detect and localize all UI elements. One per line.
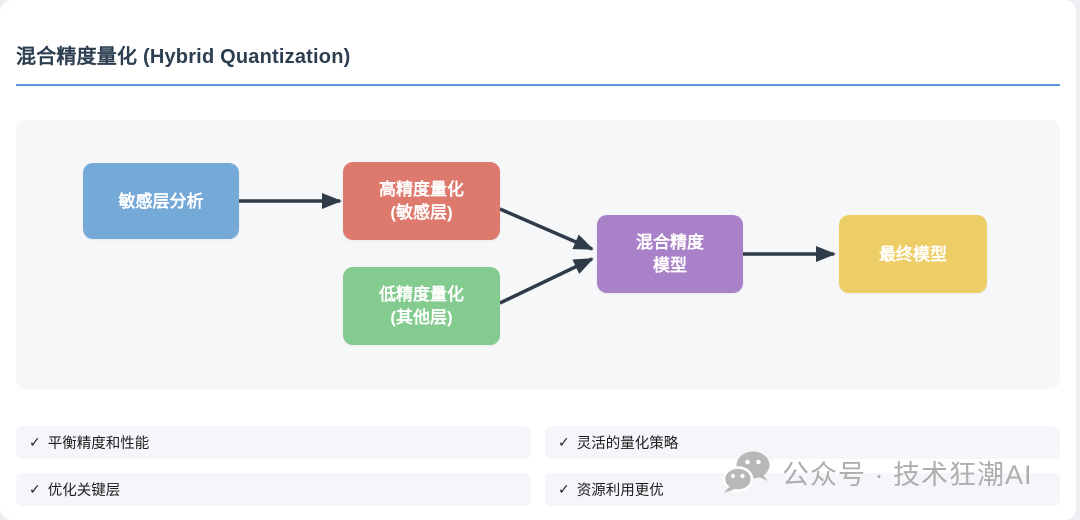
- node-label-line2: (其他层): [390, 308, 453, 327]
- feature-list: ✓ 平衡精度和性能 ✓ 灵活的量化策略 ✓ 优化关键层 ✓ 资源利用更优: [16, 426, 1060, 506]
- hybrid-quantization-diagram: 敏感层分析 高精度量化 (敏感层) 低精度量化 (其他层) 混合精度 模型 最终…: [16, 120, 1060, 389]
- checkmark-icon: ✓: [558, 434, 570, 450]
- checkmark-icon: ✓: [29, 481, 41, 497]
- feature-better-resource-usage: ✓ 资源利用更优: [545, 473, 1060, 506]
- node-final-model: 最终模型: [839, 215, 987, 293]
- node-label-line1: 低精度量化: [379, 285, 464, 304]
- node-label-line2: (敏感层): [390, 203, 453, 222]
- feature-label: 资源利用更优: [576, 483, 664, 499]
- node-hybrid-precision-model: 混合精度 模型: [597, 215, 743, 293]
- feature-label: 优化关键层: [47, 483, 121, 499]
- page-title: 混合精度量化 (Hybrid Quantization): [16, 40, 1060, 86]
- node-label: 敏感层分析: [118, 191, 204, 211]
- node-label-line1: 高精度量化: [379, 180, 464, 199]
- node-label-line1: 混合精度: [636, 233, 704, 252]
- feature-label: 平衡精度和性能: [47, 436, 150, 452]
- node-high-precision-quant: 高精度量化 (敏感层): [343, 162, 500, 240]
- node-sensitive-layer-analysis: 敏感层分析: [83, 163, 239, 239]
- node-label: 最终模型: [879, 244, 947, 264]
- checkmark-icon: ✓: [29, 434, 41, 450]
- feature-flexible-quant-strategy: ✓ 灵活的量化策略: [545, 426, 1060, 459]
- feature-optimize-key-layers: ✓ 优化关键层: [16, 473, 531, 506]
- feature-balance-precision-performance: ✓ 平衡精度和性能: [16, 426, 531, 459]
- node-label-line2: 模型: [653, 256, 687, 275]
- arrow-low-to-hybrid: [499, 257, 594, 305]
- arrow-high-to-hybrid: [499, 207, 594, 251]
- feature-label: 灵活的量化策略: [576, 436, 679, 452]
- node-low-precision-quant: 低精度量化 (其他层): [343, 267, 500, 345]
- checkmark-icon: ✓: [558, 481, 570, 497]
- flow-arrows: [239, 193, 836, 305]
